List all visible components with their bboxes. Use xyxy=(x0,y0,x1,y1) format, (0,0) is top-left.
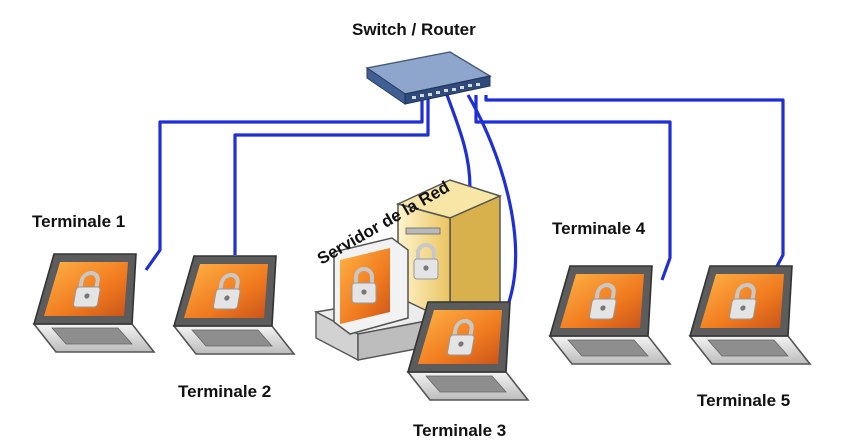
terminal-1-label: Terminale 1 xyxy=(32,212,126,231)
laptop-icon xyxy=(34,254,154,352)
cable-terminal-4 xyxy=(474,95,672,281)
laptop-icon xyxy=(690,266,810,364)
terminal-5-label: Terminale 5 xyxy=(697,391,791,410)
laptop-icon xyxy=(174,256,294,354)
cable-terminal-5 xyxy=(484,95,785,271)
server-tower-icon xyxy=(395,179,503,324)
cable-server xyxy=(445,94,472,189)
monitor-icon xyxy=(313,237,445,362)
switch-label: Switch / Router xyxy=(352,20,476,39)
cable-terminal-1 xyxy=(144,95,424,271)
terminal-3-label: Terminale 3 xyxy=(413,421,507,440)
laptop-icon xyxy=(550,266,670,364)
laptop-icon xyxy=(408,302,528,400)
cable-terminal-3 xyxy=(466,94,518,306)
switch-icon xyxy=(365,51,492,105)
terminal-4-label: Terminale 4 xyxy=(552,219,646,238)
cable-terminal-2 xyxy=(233,95,430,255)
terminal-2-label: Terminale 2 xyxy=(178,382,272,401)
